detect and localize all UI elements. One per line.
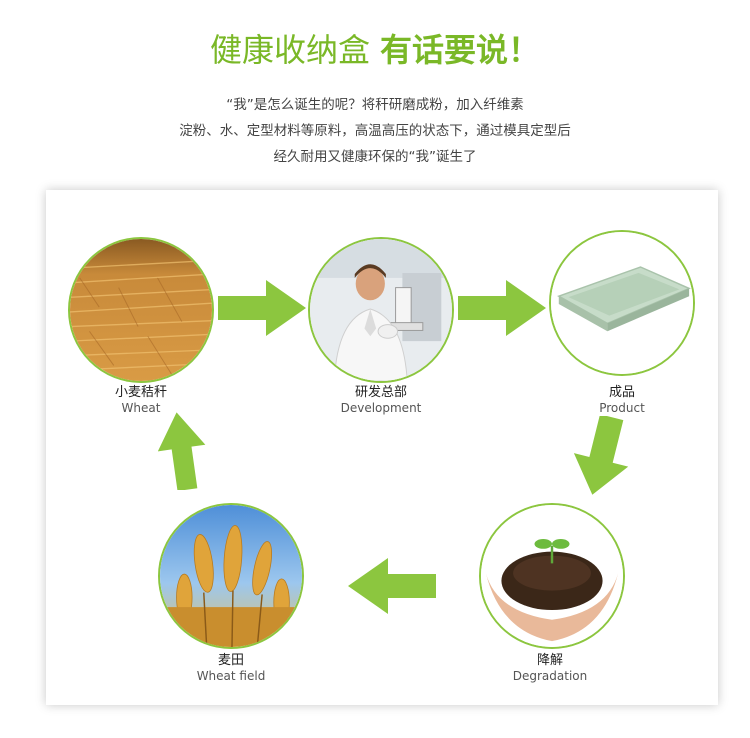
intro-line-3: 经久耐用又健康环保的“我”诞生了 bbox=[0, 144, 750, 170]
title-part2: 有话要说！ bbox=[380, 31, 540, 69]
degradation-label: 降解 Degradation bbox=[480, 653, 620, 684]
degradation-label-en: Degradation bbox=[480, 669, 620, 684]
arrow-left-icon bbox=[348, 558, 436, 614]
product-label-cn: 成品 bbox=[552, 385, 692, 401]
product-label-en: Product bbox=[552, 401, 692, 416]
degradation-label-cn: 降解 bbox=[480, 653, 620, 669]
wheat-field-image bbox=[158, 503, 304, 649]
wheat-field-label-cn: 麦田 bbox=[161, 653, 301, 669]
title-part1: 健康收纳盒 bbox=[210, 31, 370, 69]
intro-line-2: 淀粉、水、定型材料等原料，高温高压的状态下，通过模具定型后 bbox=[0, 118, 750, 144]
wheat-field-label: 麦田 Wheat field bbox=[161, 653, 301, 684]
development-label-cn: 研发总部 bbox=[311, 385, 451, 401]
arrow-up-icon bbox=[158, 412, 206, 490]
page-title: 健康收纳盒有话要说！ bbox=[0, 28, 750, 72]
arrow-down-icon bbox=[574, 416, 630, 496]
wheat-straw-image bbox=[68, 237, 214, 383]
intro-line-1: “我”是怎么诞生的呢？将秆研磨成粉，加入纤维素 bbox=[0, 92, 750, 118]
product-tray-image bbox=[549, 230, 695, 376]
development-label-en: Development bbox=[311, 401, 451, 416]
arrow-right-icon bbox=[458, 280, 546, 336]
development-image bbox=[308, 237, 454, 383]
wheat-label-cn: 小麦秸秆 bbox=[71, 385, 211, 401]
intro-text: “我”是怎么诞生的呢？将秆研磨成粉，加入纤维素 淀粉、水、定型材料等原料，高温高… bbox=[0, 92, 750, 170]
development-label: 研发总部 Development bbox=[311, 385, 451, 416]
lifecycle-panel: 小麦秸秆 Wheat 研发总部 Development bbox=[46, 190, 718, 705]
product-label: 成品 Product bbox=[552, 385, 692, 416]
arrow-right-icon bbox=[218, 280, 306, 336]
degradation-image bbox=[479, 503, 625, 649]
wheat-field-label-en: Wheat field bbox=[161, 669, 301, 684]
